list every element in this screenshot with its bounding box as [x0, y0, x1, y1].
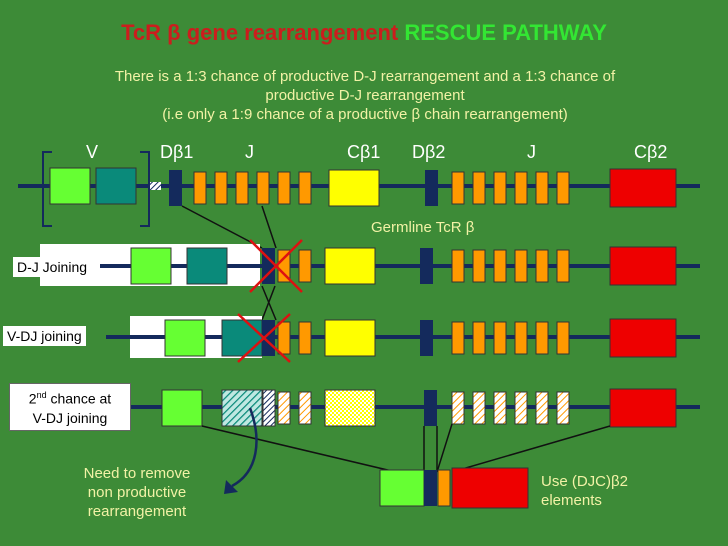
label-d-beta-2: Dβ2 [412, 142, 446, 162]
d-beta-1-segment [169, 170, 182, 206]
vdj-joining-row [106, 313, 700, 363]
remove-nonproductive-note: Need to remove non productive rearrangem… [62, 464, 212, 521]
arrow-head-icon [224, 480, 238, 494]
v-segment-light [49, 167, 91, 205]
v-segment-teal [95, 167, 137, 205]
second-chance-line-1: 2nd chance at [28, 390, 112, 407]
label-c-beta-1: Cβ1 [347, 142, 381, 162]
second-chance-line-2: V-DJ joining [32, 409, 108, 426]
subtitle-line-1: There is a 1:3 chance of productive D-J … [114, 68, 616, 85]
label-j-1: J [245, 142, 254, 162]
label-d-beta-1: Dβ1 [160, 142, 194, 162]
second-chance-label: 2nd chance at V-DJ joining [9, 383, 131, 431]
c-beta-1-segment [328, 169, 380, 207]
subtitle: There is a 1:3 chance of productive D-J … [40, 67, 690, 124]
use-note-line-2: elements [541, 492, 602, 509]
spacer-mark [150, 182, 161, 190]
title-rescue: RESCUE PATHWAY [404, 20, 607, 45]
label-c-beta-2: Cβ2 [634, 142, 668, 162]
germline-row [18, 151, 700, 227]
label-v: V [86, 142, 99, 162]
subtitle-line-3: (i.e only a 1:9 chance of a productive β… [162, 106, 568, 123]
subtitle-line-2: productive D-J rearrangement [265, 87, 465, 104]
vdj-joining-label: V-DJ joining [3, 326, 86, 346]
page-title: TcR β gene rearrangement RESCUE PATHWAY [0, 20, 728, 46]
d-beta-2-segment [425, 170, 438, 206]
remove-note-line-1: Need to remove [83, 465, 191, 482]
use-djc-note: Use (DJC)β2 elements [541, 472, 628, 510]
dj-joining-row [40, 239, 700, 293]
dj-joining-label: D-J Joining [13, 257, 92, 277]
curved-arrow [231, 407, 258, 488]
second-chance-row [130, 388, 700, 428]
remove-note-line-3: rearrangement [87, 503, 187, 520]
title-main: TcR β gene rearrangement [121, 20, 399, 45]
use-note-line-1: Use (DJC)β2 [541, 473, 628, 490]
germline-label: Germline TcR β [371, 219, 475, 236]
rearranged-vdjc-result [379, 467, 529, 509]
c-beta-2-segment [609, 168, 677, 208]
label-j-2: J [527, 142, 536, 162]
remove-note-line-2: non productive [87, 484, 187, 501]
